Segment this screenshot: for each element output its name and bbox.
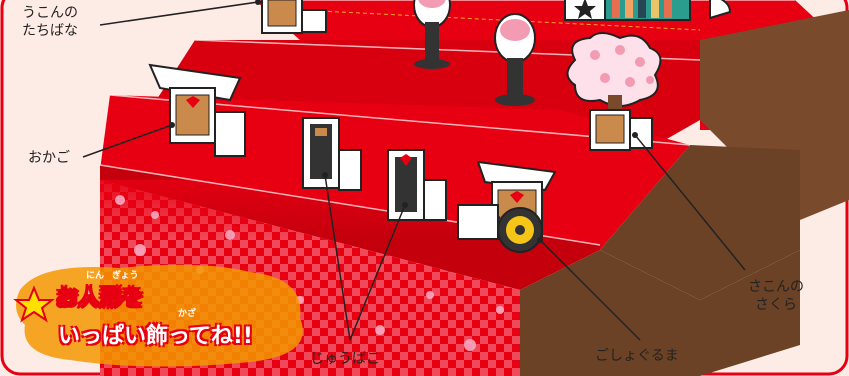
goshoguruma-item bbox=[457, 160, 557, 253]
star-icon bbox=[13, 285, 55, 323]
label-ukon-no-tachibana: うこんの たちばな bbox=[22, 5, 78, 39]
jubako-item-2 bbox=[387, 149, 447, 221]
step-side-middle bbox=[600, 145, 800, 300]
sakura-tree bbox=[566, 32, 662, 151]
step-side-bottom bbox=[520, 250, 800, 376]
message-banner: にん ぎょう お人形を かざ いっぱい飾ってね!! bbox=[18, 266, 318, 366]
banner-blob bbox=[16, 264, 303, 367]
step-side-top bbox=[700, 10, 849, 220]
doll-item-1 bbox=[413, 0, 451, 69]
okago-item bbox=[148, 63, 246, 157]
ruby-nin: にん bbox=[86, 271, 105, 281]
jubako-item-1 bbox=[302, 117, 362, 191]
banner-line-1: お人形を bbox=[55, 286, 145, 312]
leader-lines bbox=[82, 1, 746, 341]
tachibana-item bbox=[261, 0, 327, 34]
ruby-gyou: ぎょう bbox=[112, 271, 139, 281]
front-fade bbox=[100, 180, 520, 240]
ruby-kaza: かざ bbox=[178, 309, 197, 319]
label-jubako: じゅうばこ bbox=[310, 351, 380, 367]
doll-item-2 bbox=[494, 13, 536, 106]
label-sakon-no-sakura: さこんの さくら bbox=[748, 279, 804, 313]
label-goshoguruma: ごしょぐるま bbox=[595, 348, 679, 364]
banner-line-2: いっぱい飾ってね!! bbox=[58, 324, 253, 349]
star-box bbox=[564, 0, 732, 21]
label-okago: おかご bbox=[28, 150, 70, 166]
